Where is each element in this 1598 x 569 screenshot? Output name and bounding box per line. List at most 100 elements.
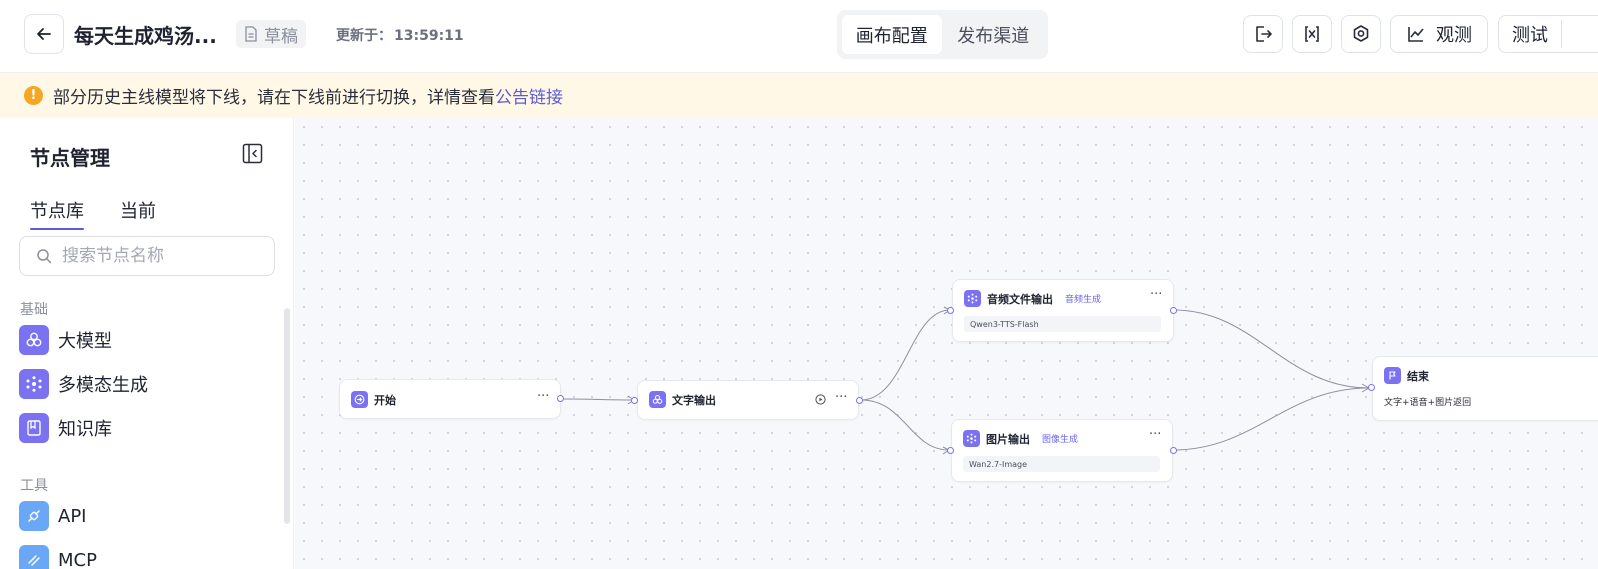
observe-label: 观测 [1436, 25, 1472, 46]
gear-icon [1353, 25, 1369, 42]
notice-banner: ! 部分历史主线模型将下线，请在下线前进行切换，详情查看公告链接 [0, 73, 1598, 118]
edge-layer [563, 306, 1371, 455]
llm-icon [19, 325, 49, 355]
back-button[interactable] [24, 14, 64, 54]
updated-time: 13:59:11 [394, 28, 464, 44]
draft-label: 草稿 [264, 26, 298, 47]
sidebar-item-label: 知识库 [58, 419, 112, 440]
node-type-tag: 图像生成 [1042, 435, 1079, 445]
multimodal-icon [964, 290, 981, 307]
node-end[interactable]: 结束 文字+语音+图片返回 [1372, 356, 1598, 421]
edge-image-end[interactable] [1172, 387, 1370, 451]
flag-icon [1384, 367, 1401, 384]
node-header: 开始 [351, 391, 396, 408]
edge-start-text[interactable] [563, 398, 635, 401]
sidebar-item-label: 大模型 [58, 331, 112, 352]
output-port[interactable] [557, 395, 564, 402]
chart-line-icon [1408, 27, 1424, 42]
mcp-icon [19, 545, 49, 569]
output-port[interactable] [1170, 447, 1177, 454]
node-image-output[interactable]: 图片输出 图像生成 ··· Wan2.7-Image [951, 419, 1173, 482]
sidebar-item-knowledge[interactable]: 知识库 [19, 413, 112, 443]
banner-message: 部分历史主线模型将下线，请在下线前进行切换，详情查看 [53, 88, 495, 108]
sidebar-item-mcp[interactable]: MCP [19, 545, 97, 569]
variable-button[interactable] [1292, 15, 1332, 53]
section-basic-label: 基础 [20, 302, 48, 318]
tab-current[interactable]: 当前 [120, 201, 156, 222]
updated-label: 更新于： [336, 28, 392, 44]
sidebar-item-llm[interactable]: 大模型 [19, 325, 112, 355]
draft-badge: 草稿 [236, 20, 306, 48]
edge-text-image[interactable] [860, 399, 950, 451]
export-button[interactable] [1243, 15, 1283, 53]
announcement-link[interactable]: 公告链接 [495, 88, 563, 108]
model-name: Qwen3-TTS-Flash [964, 316, 1161, 332]
output-port[interactable] [1170, 307, 1177, 314]
search-box [19, 236, 275, 276]
sidebar-item-label: MCP [58, 549, 97, 569]
node-audio-output[interactable]: 音频文件输出 音频生成 ··· Qwen3-TTS-Flash [952, 279, 1174, 342]
workflow-canvas[interactable]: 开始 ··· 文字输出 ··· 音频文件输出 音频生成 ··· Qwen3-TT… [295, 118, 1598, 569]
api-icon [19, 501, 49, 531]
arrow-left-icon [37, 28, 51, 40]
test-button[interactable]: 测试 [1498, 15, 1598, 53]
workflow-title: 每天生成鸡汤... [74, 24, 217, 48]
node-header: 图片输出 图像生成 [963, 430, 1078, 447]
node-type-tag: 音频生成 [1065, 295, 1102, 305]
input-port[interactable] [947, 307, 954, 314]
run-icon[interactable] [815, 394, 826, 405]
search-input[interactable] [62, 246, 252, 266]
sidebar-collapse-icon [242, 143, 263, 164]
tab-node-library[interactable]: 节点库 [30, 197, 84, 230]
sidebar-item-api[interactable]: API [19, 501, 86, 531]
collapse-sidebar-button[interactable] [242, 143, 263, 164]
more-options-button[interactable]: ··· [835, 390, 848, 405]
edge-text-audio[interactable] [860, 309, 951, 401]
more-options-button[interactable]: ··· [1150, 287, 1163, 302]
node-sidebar: 节点管理 节点库 当前 基础 大模型 多模态生成 知识库 工具 API [0, 118, 294, 569]
edge-audio-end[interactable] [1173, 309, 1370, 389]
observe-button[interactable]: 观测 [1390, 15, 1488, 53]
tab-canvas-config[interactable]: 画布配置 [842, 15, 942, 54]
node-title: 开始 [374, 393, 396, 407]
top-header: 每天生成鸡汤... 草稿 更新于：13:59:11 画布配置 发布渠道 观测 测… [0, 0, 1598, 73]
tab-publish-channel[interactable]: 发布渠道 [957, 25, 1030, 47]
output-port[interactable] [856, 397, 863, 404]
section-tools-label: 工具 [20, 478, 48, 494]
node-title: 图片输出 [986, 432, 1030, 446]
multimodal-icon [19, 369, 49, 399]
input-port[interactable] [947, 447, 954, 454]
variable-icon [1305, 26, 1319, 42]
node-title: 文字输出 [672, 393, 716, 407]
sidebar-item-label: API [58, 505, 87, 527]
node-header: 文字输出 [649, 391, 716, 408]
more-options-button[interactable]: ··· [1149, 427, 1162, 442]
node-start[interactable]: 开始 ··· [339, 379, 561, 419]
sidebar-item-multimodal[interactable]: 多模态生成 [19, 369, 148, 399]
multimodal-icon [963, 430, 980, 447]
sidebar-title: 节点管理 [30, 146, 110, 170]
settings-button[interactable] [1341, 15, 1381, 53]
node-text-output[interactable]: 文字输出 ··· [637, 380, 859, 420]
node-title: 结束 [1407, 369, 1429, 383]
view-tabs: 画布配置 发布渠道 [837, 10, 1048, 59]
sidebar-item-label: 多模态生成 [58, 375, 148, 396]
exit-icon [1256, 26, 1272, 42]
llm-icon [649, 391, 666, 408]
sidebar-scrollbar[interactable] [284, 308, 290, 524]
updated-info: 更新于：13:59:11 [336, 25, 464, 45]
knowledge-icon [19, 413, 49, 443]
test-label: 测试 [1512, 25, 1548, 46]
input-port[interactable] [631, 397, 638, 404]
warning-icon: ! [24, 86, 43, 105]
more-options-button[interactable]: ··· [537, 389, 550, 404]
input-port[interactable] [1368, 384, 1375, 391]
divider [1561, 20, 1562, 48]
search-icon [37, 249, 52, 264]
node-header: 音频文件输出 音频生成 [964, 290, 1101, 307]
node-title: 音频文件输出 [987, 292, 1053, 306]
document-icon [245, 26, 257, 42]
node-description: 文字+语音+图片返回 [1384, 398, 1472, 408]
node-header: 结束 [1384, 367, 1429, 384]
start-icon [351, 391, 368, 408]
